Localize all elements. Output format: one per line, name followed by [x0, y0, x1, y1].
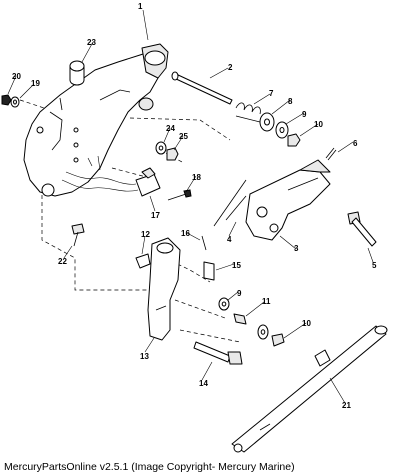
part-fitting-11 — [233, 313, 247, 325]
callout-19: 19 — [31, 79, 40, 88]
part-screw-18 — [167, 189, 192, 201]
callout-11: 11 — [262, 297, 271, 306]
callout-15: 15 — [232, 261, 241, 270]
callout-7: 7 — [269, 89, 274, 98]
part-washer-8 — [259, 112, 275, 132]
part-pin-6 — [325, 147, 337, 161]
part-washer-19 — [10, 96, 20, 108]
callout-labels: 1 2 3 4 5 6 7 8 9 10 11 12 13 14 15 16 1… — [12, 2, 377, 410]
callout-9-lower: 9 — [237, 289, 242, 298]
callout-21: 21 — [342, 401, 351, 410]
part-pin-2 — [171, 71, 233, 105]
callout-4: 4 — [227, 235, 232, 244]
callout-10: 10 — [314, 120, 323, 129]
part-nut-10b — [271, 333, 285, 347]
part-spring-7 — [235, 102, 261, 123]
part-tube-21 — [231, 325, 388, 453]
part-bushing-23 — [69, 60, 85, 86]
part-bolt-5 — [347, 211, 377, 247]
callout-17: 17 — [151, 211, 160, 220]
part-bolt-14 — [193, 341, 243, 365]
callout-13: 13 — [140, 352, 149, 361]
part-washer-9c — [257, 324, 269, 340]
callout-12: 12 — [141, 230, 150, 239]
callout-14: 14 — [199, 379, 208, 388]
part-bracket-1 — [23, 43, 169, 197]
callout-18: 18 — [192, 173, 201, 182]
part-nut-10 — [287, 133, 301, 147]
callout-2: 2 — [228, 63, 233, 72]
callout-5: 5 — [372, 261, 377, 270]
part-washer-9 — [275, 121, 289, 139]
callout-10-lower: 10 — [302, 319, 311, 328]
callout-20: 20 — [12, 72, 21, 81]
part-pin-15 — [203, 261, 215, 281]
callout-3: 3 — [294, 244, 299, 253]
callout-9: 9 — [302, 110, 307, 119]
callout-16: 16 — [181, 229, 190, 238]
callout-24: 24 — [166, 124, 175, 133]
part-bolt-22 — [71, 223, 85, 247]
callout-6: 6 — [353, 139, 358, 148]
callout-1: 1 — [138, 2, 143, 11]
part-switch-17 — [61, 155, 161, 197]
image-caption: MercuryPartsOnline v2.5.1 (Image Copyrig… — [4, 461, 295, 473]
part-lever-13 — [147, 237, 181, 341]
callout-8: 8 — [288, 97, 293, 106]
callout-leaders — [7, 9, 374, 404]
callout-23: 23 — [87, 38, 96, 47]
part-clip-12 — [135, 253, 151, 269]
part-washer-24 — [155, 141, 167, 155]
part-washer-9b — [218, 297, 230, 311]
part-bracket-3 — [245, 159, 331, 241]
part-pin-16 — [201, 235, 207, 251]
callout-25: 25 — [179, 132, 188, 141]
part-nut-25 — [166, 147, 179, 161]
part-wire-4 — [213, 179, 247, 227]
part-nut-20 — [1, 94, 12, 106]
callout-22: 22 — [58, 257, 67, 266]
